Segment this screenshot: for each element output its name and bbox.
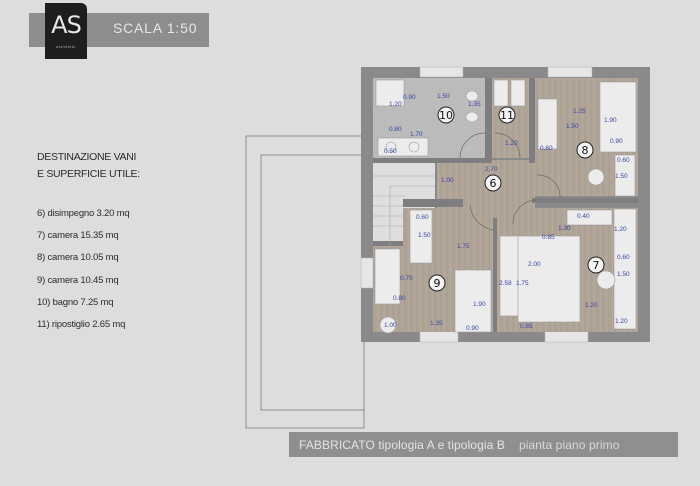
svg-text:1.35: 1.35 bbox=[430, 320, 443, 327]
room-number-10: 10 bbox=[439, 109, 453, 122]
inner-walls bbox=[373, 78, 638, 332]
svg-text:1.30: 1.30 bbox=[558, 225, 571, 232]
legend-item: 10) bagno 7.25 mq bbox=[37, 296, 114, 308]
legend-item: 8) camera 10.05 mq bbox=[37, 252, 119, 264]
footer-caption: FABBRICATO tipologia A e tipologia B pia… bbox=[289, 432, 678, 457]
legend-title-1: DESTINAZIONE VANI bbox=[37, 151, 137, 163]
room-number-markers bbox=[428, 106, 605, 292]
svg-text:1.90: 1.90 bbox=[473, 301, 486, 308]
svg-text:1.90: 1.90 bbox=[604, 117, 617, 124]
svg-text:0.80: 0.80 bbox=[393, 295, 406, 302]
svg-text:1.75: 1.75 bbox=[457, 243, 470, 250]
svg-text:1.20: 1.20 bbox=[615, 318, 628, 325]
furniture bbox=[374, 79, 637, 334]
svg-text:0.85: 0.85 bbox=[542, 234, 555, 241]
scale-label: SCALA 1:50 bbox=[113, 20, 198, 36]
logo-sub: architetto bbox=[56, 45, 76, 49]
svg-text:1.20: 1.20 bbox=[505, 140, 518, 147]
svg-text:1.70: 1.70 bbox=[410, 131, 423, 138]
svg-text:0.80: 0.80 bbox=[389, 126, 402, 133]
svg-text:1.50: 1.50 bbox=[437, 93, 450, 100]
footer-subtitle: pianta piano primo bbox=[518, 437, 620, 452]
legend-list: 6) disimpegno 3.20 mq 7) camera 15.35 mq… bbox=[37, 203, 140, 336]
room-number-8: 8 bbox=[582, 144, 589, 157]
footer-title: FABBRICATO tipologia A e tipologia B bbox=[299, 437, 505, 452]
terrace-outline bbox=[245, 135, 365, 429]
svg-text:1.20: 1.20 bbox=[585, 302, 598, 309]
svg-text:0.40: 0.40 bbox=[577, 213, 590, 220]
svg-text:1.50: 1.50 bbox=[566, 123, 579, 130]
svg-text:1.75: 1.75 bbox=[516, 280, 529, 287]
legend-item: 11) ripostiglio 2.65 mq bbox=[37, 319, 126, 331]
svg-text:0.50: 0.50 bbox=[384, 148, 397, 155]
legend-item: 9) camera 10.45 mq bbox=[37, 274, 119, 286]
windows bbox=[360, 66, 593, 343]
legend-item: 7) camera 15.35 mq bbox=[37, 230, 119, 242]
svg-text:0.90: 0.90 bbox=[610, 138, 623, 145]
svg-text:2.70: 2.70 bbox=[485, 166, 498, 173]
stair-treads bbox=[373, 175, 435, 246]
svg-text:1.20: 1.20 bbox=[614, 226, 627, 233]
svg-text:1.25: 1.25 bbox=[573, 108, 586, 115]
svg-text:1.20: 1.20 bbox=[389, 101, 402, 108]
logo-mark: AS bbox=[51, 11, 82, 39]
svg-text:1.50: 1.50 bbox=[617, 271, 630, 278]
svg-text:1.00: 1.00 bbox=[441, 177, 454, 184]
svg-text:0.60: 0.60 bbox=[540, 145, 553, 152]
logo: AS architetto bbox=[45, 3, 87, 59]
svg-text:1.00: 1.00 bbox=[384, 322, 397, 329]
door-swings bbox=[459, 132, 561, 231]
room-number-11: 11 bbox=[500, 109, 514, 122]
room-legend: DESTINAZIONE VANI E SUPERFICIE UTILE: 6)… bbox=[37, 146, 140, 336]
room-number-7: 7 bbox=[593, 259, 600, 272]
legend-item: 6) disimpegno 3.20 mq bbox=[37, 208, 130, 219]
svg-text:0.60: 0.60 bbox=[617, 157, 630, 164]
svg-text:0.70: 0.70 bbox=[400, 275, 413, 282]
svg-text:2.00: 2.00 bbox=[528, 261, 541, 268]
dimension-labels: 0.90 1.20 1.50 1.35 0.80 1.70 0.50 1.20 … bbox=[384, 93, 630, 332]
room-number-9: 9 bbox=[434, 277, 441, 290]
svg-text:1.50: 1.50 bbox=[418, 232, 431, 239]
svg-text:1.50: 1.50 bbox=[615, 173, 628, 180]
svg-text:0.60: 0.60 bbox=[617, 254, 630, 261]
svg-text:0.60: 0.60 bbox=[416, 214, 429, 221]
room-number-6: 6 bbox=[490, 177, 497, 190]
svg-text:0.85: 0.85 bbox=[520, 323, 533, 330]
svg-text:2.58: 2.58 bbox=[499, 280, 512, 287]
svg-text:1.35: 1.35 bbox=[468, 101, 481, 108]
legend-title-2: E SUPERFICIE UTILE: bbox=[37, 168, 140, 180]
svg-text:0.90: 0.90 bbox=[466, 325, 479, 332]
svg-text:0.90: 0.90 bbox=[403, 94, 416, 101]
